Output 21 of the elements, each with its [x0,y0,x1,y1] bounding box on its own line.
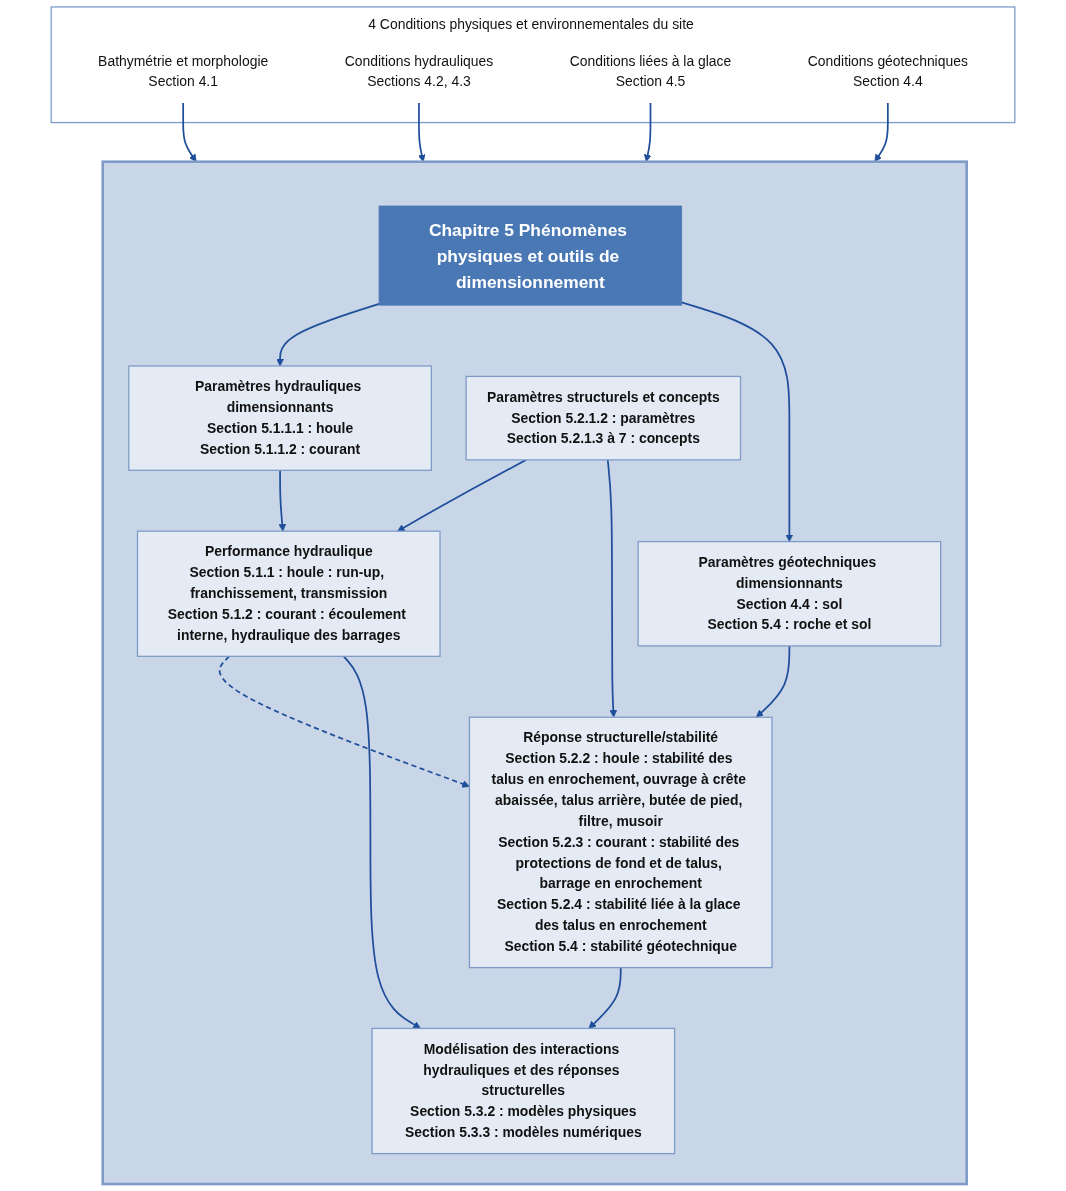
arrow [680,301,794,542]
node-text: Conditions hydrauliques Sections 4.2, 4.3 [344,53,494,90]
arrow [756,645,791,718]
node-box: Modélisation des interactions hydrauliques et des réponses structurelles Section 5.3.2 : modèles physiques Section 5.3.3 : modèles numériques [371,1027,676,1155]
node-box: Chapitre 5 Phénomènes physiques et outils de dimensionnement [378,205,683,306]
arrow [397,459,527,532]
cluster [101,160,968,1186]
arrow [276,303,380,367]
node-box: Paramètres géotechniques dimensionnants Section 4.4 : sol Section 5.4 : roche et sol [637,540,942,647]
arrow [342,655,421,1029]
arrow [606,459,618,718]
node-box: Performance hydraulique Section 5.1.1 : houle : run-up, franchissement, transmission Section 5.1.2 : courant : écoulement interne, hydraulique des barrages [136,530,441,657]
node-box: Paramètres structurels et concepts Section 5.2.1.2 : paramètres Section 5.2.1.3 à 7 : concepts [465,375,742,461]
node-text: Conditions géotechniques Section 4.4 [807,53,968,90]
node-text: Conditions liées à la glace Section 4.5 [569,53,732,90]
arrow [588,966,622,1029]
node-text: Bathymétrie et morphologie Section 4.1 [98,53,269,90]
arrow [278,469,287,532]
arrow [218,655,470,788]
node-box: Paramètres hydrauliques dimensionnants Section 5.1.1.1 : houle Section 5.1.1.2 : courant [128,365,432,471]
node-box: Réponse structurelle/stabilité Section 5.2.2 : houle : stabilité des talus en enrochement, ouvrage à crête abaissée, talus arrière, butée de pied, filtre, musoir Section 5.2.3 : courant : stabilité des protections de fond et de talus, barrage en enrochement Section 5.2.4 : stabilité liée à la glace des talus en enrochement Section 5.4 : stabilité géotechnique [468,716,773,969]
